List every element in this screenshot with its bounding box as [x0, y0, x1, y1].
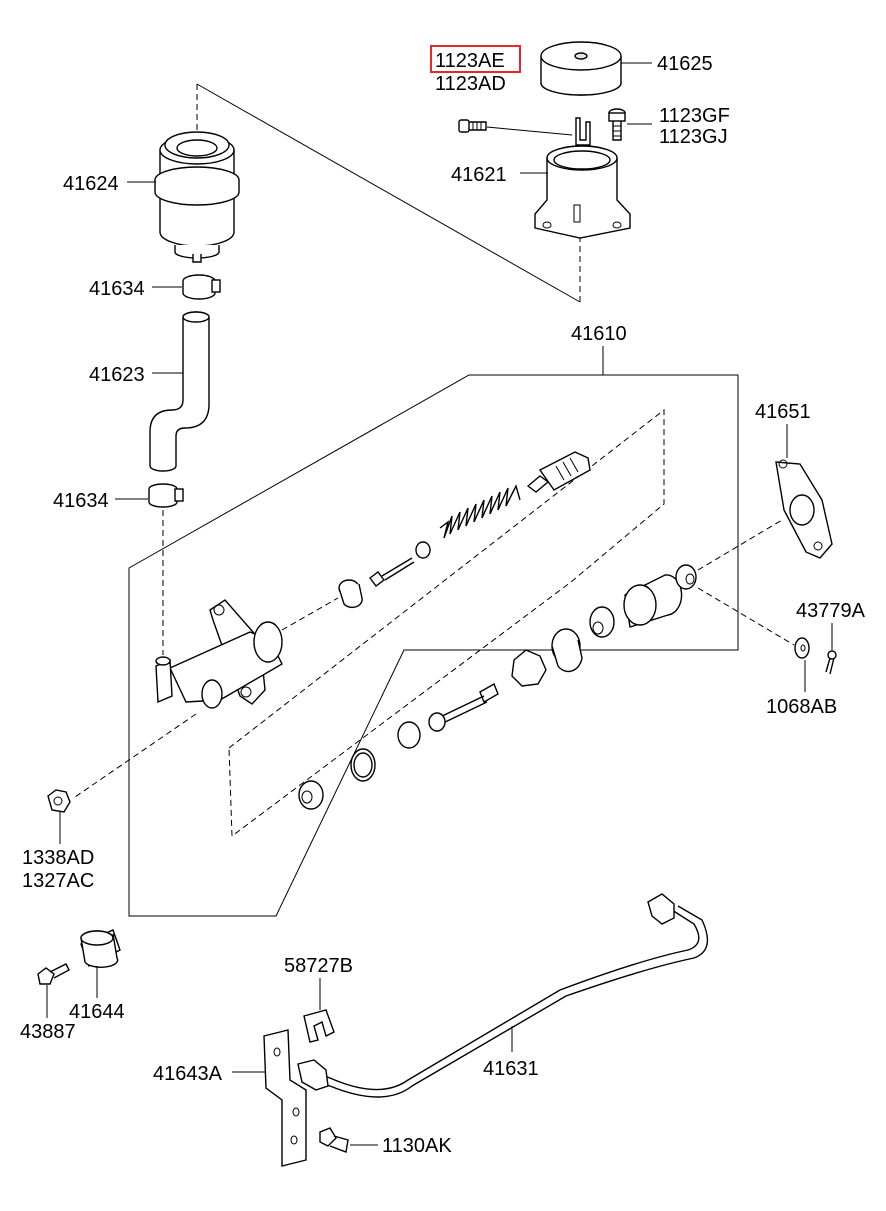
- master-cylinder-body[interactable]: [155, 599, 283, 709]
- label-1327AC[interactable]: 1327AC: [22, 870, 94, 892]
- label-1338AD[interactable]: 1338AD: [22, 847, 94, 869]
- label-41651[interactable]: 41651: [755, 401, 811, 423]
- hose-41623[interactable]: [149, 311, 210, 472]
- bolt-1130AK[interactable]: [319, 1127, 349, 1153]
- label-41634-upper[interactable]: 41634: [89, 278, 145, 300]
- label-41631[interactable]: 41631: [483, 1058, 539, 1080]
- label-1123GJ[interactable]: 1123GJ: [659, 126, 728, 148]
- label-58727B[interactable]: 58727B: [284, 955, 353, 977]
- reservoir-41624[interactable]: [154, 131, 240, 263]
- reservoir-bracket-41621[interactable]: [534, 117, 631, 239]
- label-43887[interactable]: 43887: [20, 1021, 76, 1043]
- cylinder-inner-parts[interactable]: [298, 451, 697, 810]
- bracket-41643A[interactable]: [263, 1029, 307, 1167]
- hose-clamp-41634-upper[interactable]: [182, 274, 221, 300]
- hose-clamp-41634-lower[interactable]: [148, 483, 184, 508]
- reservoir-cap-41625[interactable]: [540, 41, 622, 96]
- bolt-1123AE[interactable]: [458, 119, 487, 133]
- bushing-41644[interactable]: [80, 929, 121, 968]
- label-41623[interactable]: 41623: [89, 364, 145, 386]
- bolt-43887[interactable]: [37, 963, 70, 985]
- nut-1338AD[interactable]: [47, 789, 71, 813]
- label-41610[interactable]: 41610: [571, 323, 627, 345]
- bolt-1123GF[interactable]: [608, 108, 626, 141]
- label-41624[interactable]: 41624: [63, 173, 119, 195]
- label-41625[interactable]: 41625: [657, 53, 713, 75]
- reservoir-guide-lines: [196, 83, 581, 303]
- label-1123AD[interactable]: 1123AD: [435, 73, 506, 95]
- label-41621[interactable]: 41621: [451, 164, 507, 186]
- label-1123AE[interactable]: 1123AE: [435, 50, 505, 72]
- label-41634-lower[interactable]: 41634: [53, 490, 109, 512]
- highlight-box-1123AE: [430, 45, 521, 73]
- label-41643A[interactable]: 41643A: [153, 1063, 223, 1085]
- label-1130AK[interactable]: 1130AK: [382, 1135, 452, 1157]
- label-1068AB[interactable]: 1068AB: [766, 696, 837, 718]
- clutch-pipe-41631[interactable]: [297, 893, 709, 1098]
- split-pin-43779A[interactable]: [825, 650, 837, 675]
- label-1123GF[interactable]: 1123GF: [659, 105, 730, 127]
- washer-1068AB[interactable]: [794, 637, 810, 659]
- label-43779A[interactable]: 43779A: [796, 600, 866, 622]
- gasket-41651[interactable]: [775, 459, 833, 559]
- clip-58727B[interactable]: [303, 1009, 335, 1043]
- label-41644[interactable]: 41644: [69, 1001, 125, 1023]
